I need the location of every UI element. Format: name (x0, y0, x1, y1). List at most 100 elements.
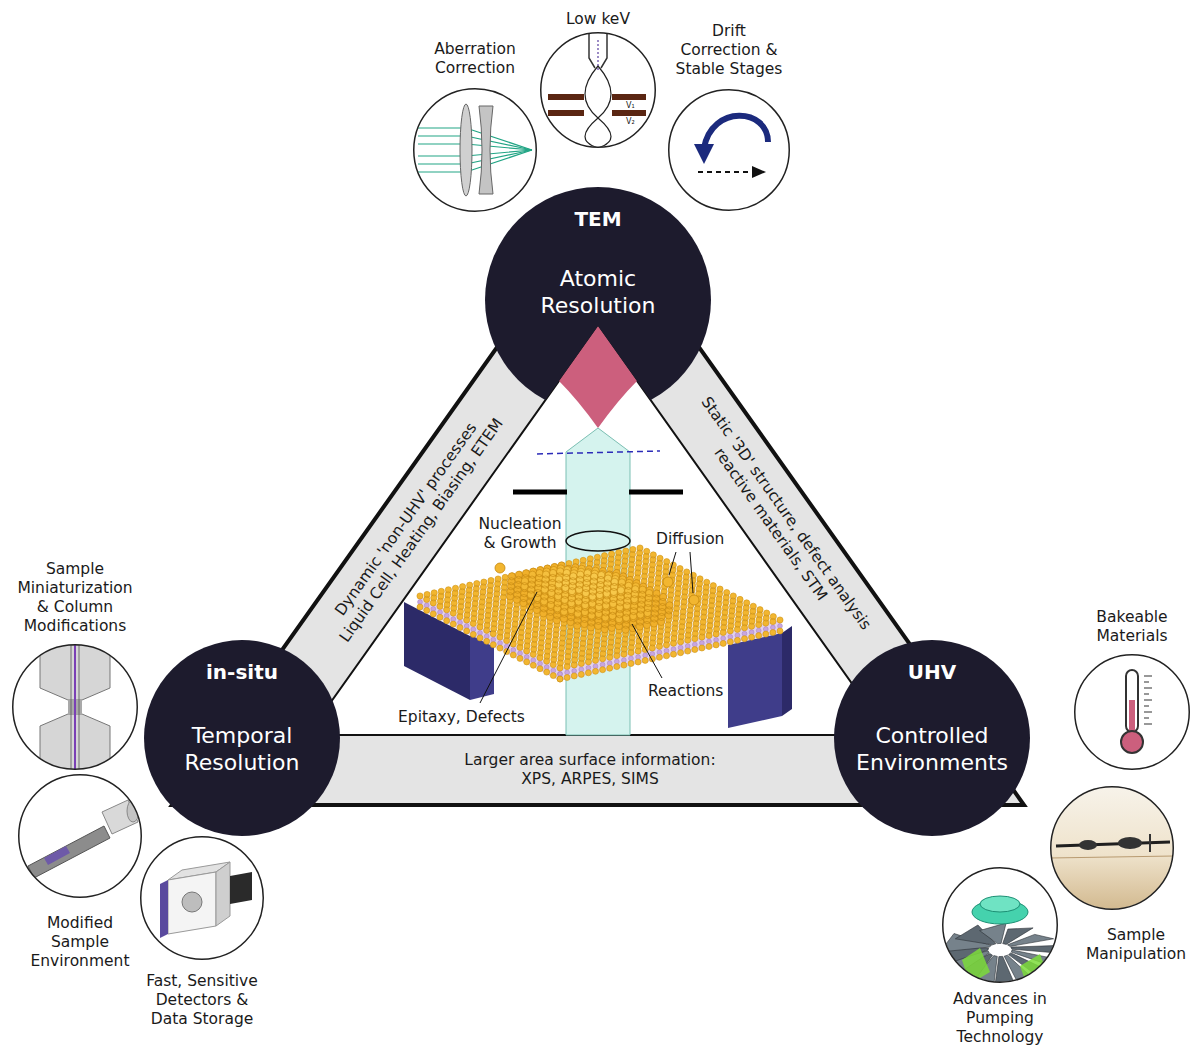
turbine-blade (980, 923, 1007, 944)
support-block (728, 633, 782, 728)
aperture-bar (513, 490, 567, 495)
icon-ring (13, 645, 138, 770)
light-ray (418, 144, 532, 150)
manipulator-handle (1149, 834, 1151, 852)
manipulator-flange (1118, 837, 1142, 849)
bore-line (71, 644, 72, 770)
circle-heading: UHV (908, 660, 956, 684)
beam-axis (597, 40, 598, 70)
electrode-plate (548, 110, 584, 116)
arrow-head (694, 144, 714, 164)
adatom (495, 563, 505, 573)
icon-label: Aberration Correction (425, 40, 525, 78)
label-holder: Aberration Correction (425, 40, 525, 78)
atom-layer (521, 565, 653, 623)
edge-band: Larger area surface information: XPS, AR… (454, 747, 726, 793)
icon-label: Modified Sample Environment (22, 914, 139, 971)
label-holder: Modified Sample Environment (22, 914, 139, 971)
icon-label: Advances in Pumping Technology (946, 990, 1054, 1047)
support-block (782, 626, 792, 716)
band-text: Static '3D' structure, defect analysis r… (673, 382, 883, 657)
bore-line (79, 644, 80, 770)
icon-ring-svg (140, 836, 264, 960)
manipulator-flange (1079, 840, 1097, 850)
circle-title: Temporal Resolution (162, 722, 322, 776)
icon-ring-svg (668, 89, 790, 211)
light-ray (418, 150, 532, 172)
icon-ring (1051, 787, 1174, 910)
icon-label: Drift Correction & Stable Stages (672, 22, 786, 79)
label-holder: Fast, Sensitive Detectors & Data Storage (140, 972, 264, 1029)
voltage-label: V₂ (626, 117, 642, 126)
circle-title: Atomic Resolution (518, 265, 678, 319)
leader-line (669, 552, 676, 575)
label-holder: V₁ (626, 101, 642, 110)
circle-fill (834, 640, 1030, 836)
band-text: Larger area surface information: XPS, AR… (454, 751, 726, 789)
photo-horizon (1050, 856, 1174, 858)
label-holder: Epitaxy, Defects (398, 708, 538, 727)
thermometer-ticks (1144, 676, 1152, 724)
vertex-circle: UHV Controlled Environments (834, 640, 1030, 836)
arrow-head (752, 166, 766, 178)
holder-chip (44, 846, 70, 865)
label-holder: Bakeable Materials (1088, 608, 1176, 646)
beam-path (585, 66, 611, 148)
icon-circle: Sample Miniaturization & Column Modifica… (12, 644, 138, 770)
icon-ring (1075, 655, 1190, 770)
lens (460, 104, 472, 196)
icon-ring-svg (413, 88, 537, 212)
drift-arrow (704, 116, 768, 148)
leader-line (480, 592, 537, 703)
adatom (689, 595, 699, 605)
icon-ring-svg (942, 867, 1058, 983)
icon-ring-svg (540, 32, 656, 148)
adatom (663, 577, 673, 587)
icon-circle: Modified Sample Environment (18, 774, 142, 898)
icon-ring (141, 837, 264, 960)
icon-ring (414, 89, 537, 212)
beam-path (585, 66, 611, 148)
vertex-circle: in-situTemporal Resolution (144, 640, 340, 836)
circle-fill (485, 187, 711, 413)
column-wall (601, 34, 607, 68)
icon-ring-svg (18, 774, 142, 898)
label-holder: V₂ (626, 117, 642, 126)
icon-circle: Low keV (540, 32, 656, 148)
icon-label: Low keV (553, 10, 643, 29)
manipulator-rod (1056, 842, 1170, 846)
turbine-blade (1008, 934, 1054, 946)
icon-ring (19, 775, 142, 898)
icon-ring-svg (1050, 786, 1174, 910)
circle-title: Controlled Environments (852, 722, 1012, 776)
leader-line (632, 624, 662, 678)
icon-ring (943, 868, 1058, 983)
icon-circle: Advances in Pumping Technology (942, 867, 1058, 983)
icon-circle: Sample Manipulation (1050, 786, 1174, 910)
detector-window (182, 892, 202, 912)
icon-ring (541, 33, 656, 148)
lens (479, 106, 493, 194)
label-holder: Sample Manipulation (1080, 926, 1192, 964)
atom-layer (555, 569, 624, 600)
circle-fill (144, 640, 340, 836)
thermometer-bulb (1121, 731, 1143, 753)
beam-line (74, 644, 76, 770)
vertex-circle: TEMAtomic Resolution (485, 187, 711, 413)
label-holder: Reactions (648, 682, 728, 701)
icon-circle: Bakeable Materials (1074, 654, 1190, 770)
icon-label: Sample Miniaturization & Column Modifica… (12, 560, 139, 636)
label-holder: Advances in Pumping Technology (946, 990, 1054, 1047)
process-label: Reactions (648, 682, 728, 701)
holder-rod (28, 826, 110, 878)
label-holder: Sample Miniaturization & Column Modifica… (12, 560, 139, 636)
light-ray (418, 128, 532, 150)
edge-band: Static '3D' structure, defect analysis r… (670, 379, 887, 658)
atom-layer (507, 562, 674, 633)
detector-connector (230, 872, 252, 904)
column-wall (589, 34, 595, 68)
icon-ring (669, 90, 790, 211)
photo-ground (1050, 786, 1174, 910)
light-ray (418, 150, 532, 164)
